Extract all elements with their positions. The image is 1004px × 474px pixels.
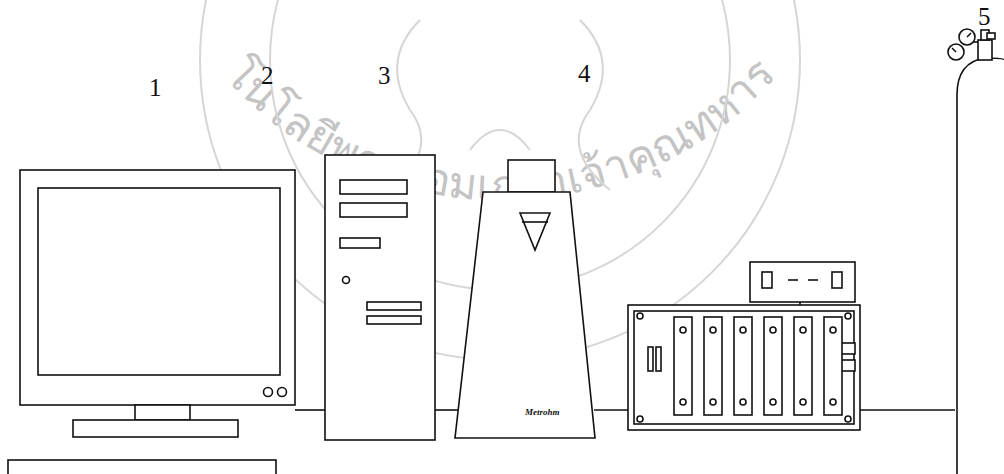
computer-tower	[325, 155, 435, 440]
monitor	[20, 170, 295, 437]
watermark-text: โนโลยีพระจอมเกล้าเจ้าคุณทหาร	[216, 48, 785, 211]
callout-number: 1	[149, 75, 162, 100]
metrohm-instrument	[455, 160, 595, 438]
brand-name: Metrohm	[525, 408, 560, 417]
callout-number: 3	[378, 63, 391, 88]
callout-number: 2	[261, 63, 274, 88]
callout-number: 5	[978, 4, 991, 29]
keyboard	[8, 460, 276, 474]
gas-cylinder	[948, 29, 1004, 474]
callout-number: 4	[578, 61, 591, 86]
controller-unit	[628, 262, 860, 430]
